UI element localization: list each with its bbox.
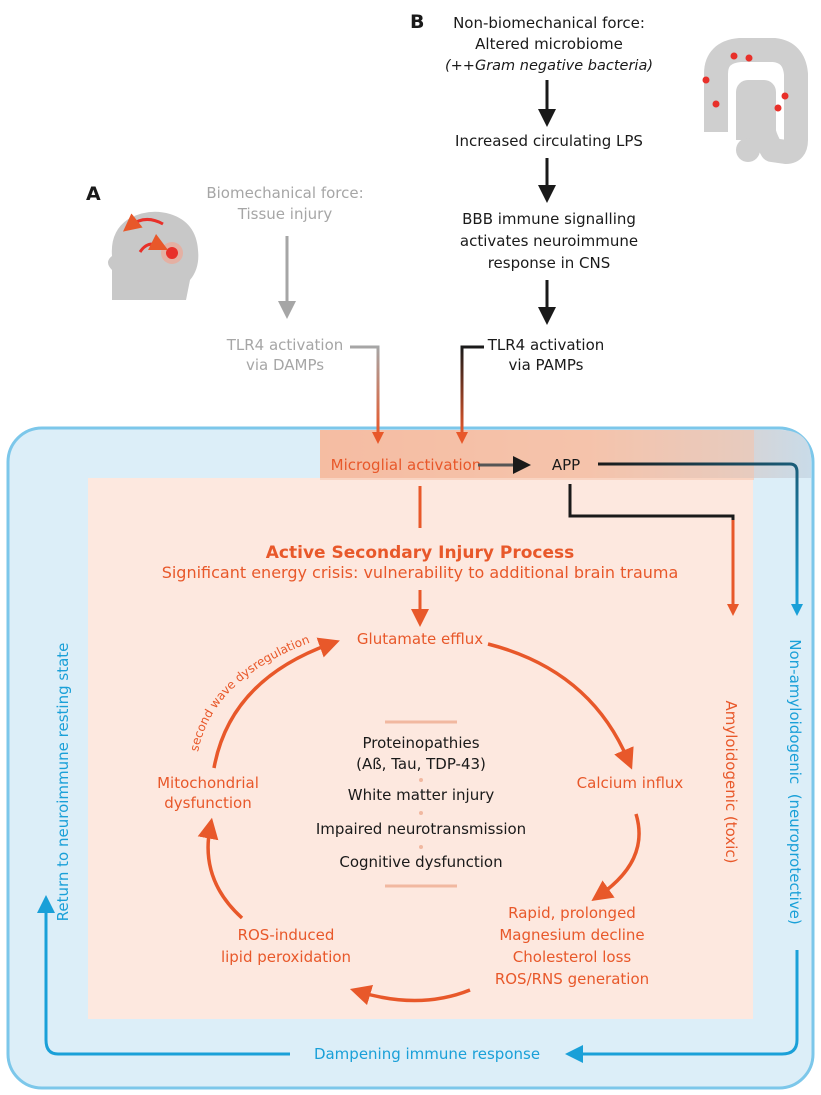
- panel-a-tlr4-line2: via DAMPs: [246, 356, 324, 374]
- cycle-glutamate-efflux: Glutamate efflux: [357, 630, 483, 648]
- arrow-glutamate-to-calcium: [487, 642, 634, 770]
- center-impaired-neurotransmission: Impaired neurotransmission: [316, 820, 526, 838]
- cycle-rapid-line3: Cholesterol loss: [513, 948, 632, 966]
- cycle-ros-line1: ROS-induced: [238, 926, 335, 944]
- arrow-non-amyloidogenic-head: [791, 604, 803, 616]
- panel-b-force-line1: Non-biomechanical force:: [453, 14, 645, 32]
- arrow-ros-to-mito: [197, 817, 244, 920]
- arrow-damps-to-microglial: [350, 345, 380, 434]
- arrow-pamps-head: [456, 432, 468, 444]
- panel-b-step2-line2: activates neuroimmune: [460, 232, 638, 250]
- panel-b-force-line2: Altered microbiome: [475, 35, 623, 53]
- panel-a-letter: A: [86, 183, 101, 205]
- injury-title: Active Secondary Injury Process: [266, 543, 574, 563]
- panel-b-step2-line3: response in CNS: [488, 254, 611, 272]
- center-white-matter: White matter injury: [348, 786, 495, 804]
- cycle-ros-line2: lipid peroxidation: [221, 948, 351, 966]
- panel-b-step1: Increased circulating LPS: [455, 132, 643, 150]
- secondary-injury-panel: [88, 478, 753, 1019]
- arrow-calcium-to-rapid: [591, 813, 641, 902]
- arrow-damps-head: [372, 432, 384, 444]
- center-dot-3: [419, 845, 423, 849]
- panel-b-tlr4-line1: TLR4 activation: [487, 336, 605, 354]
- panel-b-tlr4-line2: via PAMPs: [509, 356, 584, 374]
- cycle-mito-line2: dysfunction: [164, 794, 252, 812]
- cycle-calcium-influx: Calcium influx: [577, 774, 684, 792]
- arrow-dampening-to-return: [37, 895, 290, 1056]
- colon-microbiome-icon: [702, 38, 808, 164]
- center-dot-2: [419, 811, 423, 815]
- dampening-label: Dampening immune response: [314, 1045, 540, 1063]
- arrow-to-dampening: [565, 950, 799, 1063]
- injury-subtitle: Significant energy crisis: vulnerability…: [162, 563, 679, 582]
- arrow-amyloidogenic-head: [727, 604, 739, 616]
- center-cognitive-dysfunction: Cognitive dysfunction: [339, 853, 502, 871]
- arrow-pamps-to-microglial: [460, 345, 484, 434]
- non-amyloidogenic-label: Non-amyloidogenic (neuroprotective): [786, 639, 804, 924]
- arrow-rapid-to-ros: [349, 984, 471, 1006]
- panel-a-force-line2: Tissue injury: [237, 205, 333, 223]
- cycle-rapid-line4: ROS/RNS generation: [495, 970, 649, 988]
- microglial-band-overlay: [320, 430, 754, 480]
- app-label: APP: [552, 456, 580, 474]
- return-resting-state-label: Return to neuroimmune resting state: [54, 643, 72, 922]
- panel-b-force-note: (++Gram negative bacteria): [445, 58, 653, 74]
- cycle-mito-line1: Mitochondrial: [157, 774, 259, 792]
- center-proteinopathies-line2: (Aß, Tau, TDP-43): [356, 755, 486, 773]
- center-proteinopathies-line1: Proteinopathies: [362, 734, 479, 752]
- panel-a-force-line1: Biomechanical force:: [206, 184, 363, 202]
- center-dot-1: [419, 778, 423, 782]
- amyloidogenic-label: Amyloidogenic (toxic): [722, 701, 740, 864]
- panel-b-letter: B: [410, 11, 424, 33]
- cycle-rapid-line2: Magnesium decline: [499, 926, 644, 944]
- arrow-mito-to-glutamate: [212, 637, 340, 769]
- head-injury-icon: [108, 211, 199, 300]
- arrow-app-to-non-amyloidogenic: [598, 462, 799, 606]
- cycle-rapid-line1: Rapid, prolonged: [508, 904, 636, 922]
- panel-a-tlr4-line1: TLR4 activation: [226, 336, 344, 354]
- panel-b-step2-line1: BBB immune signalling: [462, 210, 636, 228]
- microglial-activation-label: Microglial activation: [331, 456, 482, 474]
